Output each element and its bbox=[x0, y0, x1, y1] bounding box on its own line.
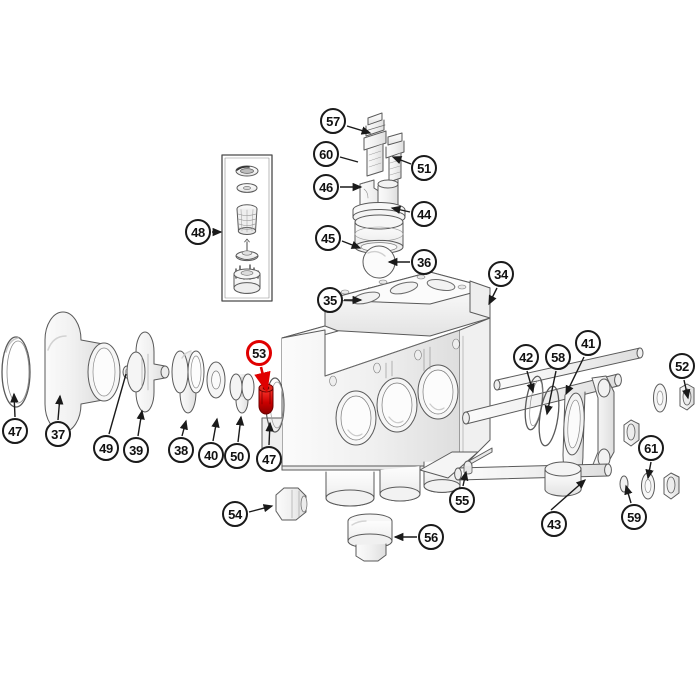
leader-line-53 bbox=[254, 366, 271, 394]
left-exploded-stack bbox=[1, 311, 285, 433]
leader-line-39 bbox=[136, 409, 145, 437]
callout-54[interactable]: 54 bbox=[222, 501, 248, 527]
leader-line-55 bbox=[460, 470, 469, 487]
callout-44[interactable]: 44 bbox=[411, 201, 437, 227]
leader-line-47 bbox=[10, 392, 19, 418]
leader-line-58 bbox=[544, 370, 557, 416]
callout-49[interactable]: 49 bbox=[93, 435, 119, 461]
callout-55[interactable]: 55 bbox=[449, 487, 475, 513]
callout-48[interactable]: 48 bbox=[185, 219, 211, 245]
right-shaft-assembly bbox=[454, 347, 695, 500]
callout-60[interactable]: 60 bbox=[313, 141, 339, 167]
manifold-body bbox=[261, 271, 493, 507]
callout-47[interactable]: 47 bbox=[2, 418, 28, 444]
callout-50[interactable]: 50 bbox=[224, 443, 250, 469]
callout-40[interactable]: 40 bbox=[198, 442, 224, 468]
callout-39[interactable]: 39 bbox=[123, 437, 149, 463]
leader-line-43 bbox=[550, 479, 587, 511]
callout-58[interactable]: 58 bbox=[545, 344, 571, 370]
callout-36[interactable]: 36 bbox=[411, 249, 437, 275]
leader-line-54 bbox=[248, 504, 274, 513]
callout-43[interactable]: 43 bbox=[541, 511, 567, 537]
leader-line-45 bbox=[341, 240, 362, 249]
leader-line-52 bbox=[682, 379, 691, 400]
leader-line-38 bbox=[179, 419, 188, 437]
repair-kit-inset-box bbox=[221, 154, 273, 302]
callout-34[interactable]: 34 bbox=[488, 261, 514, 287]
callout-57[interactable]: 57 bbox=[320, 108, 346, 134]
leader-line-49 bbox=[108, 373, 127, 435]
callout-59[interactable]: 59 bbox=[621, 504, 647, 530]
leader-line-61 bbox=[645, 461, 654, 480]
callout-37[interactable]: 37 bbox=[45, 421, 71, 447]
callout-47[interactable]: 47 bbox=[256, 446, 282, 472]
callout-42[interactable]: 42 bbox=[513, 344, 539, 370]
callout-35[interactable]: 35 bbox=[317, 287, 343, 313]
callout-41[interactable]: 41 bbox=[575, 330, 601, 356]
callout-52[interactable]: 52 bbox=[669, 353, 695, 379]
callout-38[interactable]: 38 bbox=[168, 437, 194, 463]
leader-line-42 bbox=[526, 370, 535, 394]
leader-line-47 bbox=[265, 421, 274, 446]
leader-line-44 bbox=[390, 205, 411, 214]
callout-53-highlighted[interactable]: 53 bbox=[246, 340, 272, 366]
callout-51[interactable]: 51 bbox=[411, 155, 437, 181]
callout-46[interactable]: 46 bbox=[313, 174, 339, 200]
leader-line-59 bbox=[624, 484, 633, 504]
bottom-parts bbox=[275, 487, 393, 562]
callout-61[interactable]: 61 bbox=[638, 435, 664, 461]
callout-56[interactable]: 56 bbox=[418, 524, 444, 550]
leader-line-50 bbox=[235, 415, 245, 443]
leader-line-34 bbox=[488, 287, 498, 306]
leader-line-57 bbox=[346, 125, 372, 135]
highlighted-part-53 bbox=[258, 383, 274, 415]
leader-line-51 bbox=[391, 156, 412, 165]
leader-line-40 bbox=[211, 417, 220, 442]
leader-line-41 bbox=[565, 356, 585, 396]
leader-line-37 bbox=[55, 394, 64, 421]
leader-line-60 bbox=[339, 156, 359, 163]
callout-45[interactable]: 45 bbox=[315, 225, 341, 251]
